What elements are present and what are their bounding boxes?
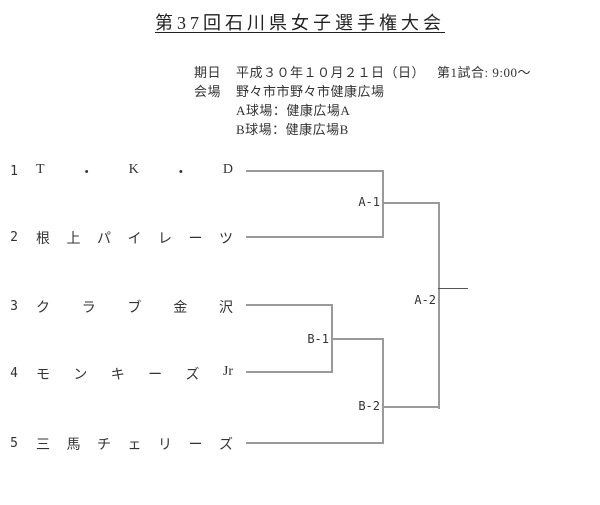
- field-b-note: B球場：健康広場B: [236, 122, 349, 137]
- field-a-note: A球場：健康広場A: [236, 103, 351, 118]
- bracket-line-b1-winner: [331, 338, 384, 340]
- date-label: 期日: [194, 65, 222, 80]
- team-name: 三馬チェリーズ: [36, 438, 233, 453]
- team-name: 根上パイレーツ: [36, 232, 233, 247]
- team-seed: 4: [10, 366, 18, 381]
- team-seed: 5: [10, 436, 18, 451]
- venue-value: 野々市市野々市健康広場: [236, 84, 385, 99]
- bracket-line-champion: [438, 288, 468, 289]
- bracket-line-team3: [246, 304, 333, 306]
- team-name: クラブ金沢: [36, 301, 233, 316]
- match-label-b1: B-1: [307, 332, 329, 346]
- bracket-join-a1: [382, 170, 384, 238]
- page-title: 第37回石川県女子選手権大会: [155, 13, 445, 33]
- match-label-b2: B-2: [358, 399, 380, 413]
- team-seed: 1: [10, 164, 18, 179]
- bracket-line-team4: [246, 371, 333, 373]
- team-row-2: 2 根上パイレーツ: [6, 228, 233, 247]
- bracket-line-team2: [246, 236, 384, 238]
- bracket-line-team1: [246, 170, 384, 172]
- team-seed: 3: [10, 299, 18, 314]
- bracket-line-b2-winner: [382, 406, 440, 408]
- venue-label: 会場: [194, 84, 222, 99]
- first-game-time: 第1試合: 9:00～: [437, 65, 531, 80]
- bracket-line-team5: [246, 442, 384, 444]
- team-row-3: 3 クラブ金沢: [6, 297, 233, 316]
- bracket-line-a1-winner: [382, 202, 440, 204]
- bracket-join-b2: [382, 338, 384, 444]
- match-label-a1: A-1: [358, 195, 380, 209]
- bracket-join-a2: [438, 202, 440, 409]
- date-value: 平成３０年１０月２１日（日）: [236, 65, 426, 80]
- team-row-1: 1 T・K・D: [6, 162, 233, 181]
- team-row-5: 5 三馬チェリーズ: [6, 434, 233, 453]
- match-label-a2: A-2: [414, 293, 436, 307]
- team-seed: 2: [10, 230, 18, 245]
- team-name: T・K・D: [36, 162, 233, 181]
